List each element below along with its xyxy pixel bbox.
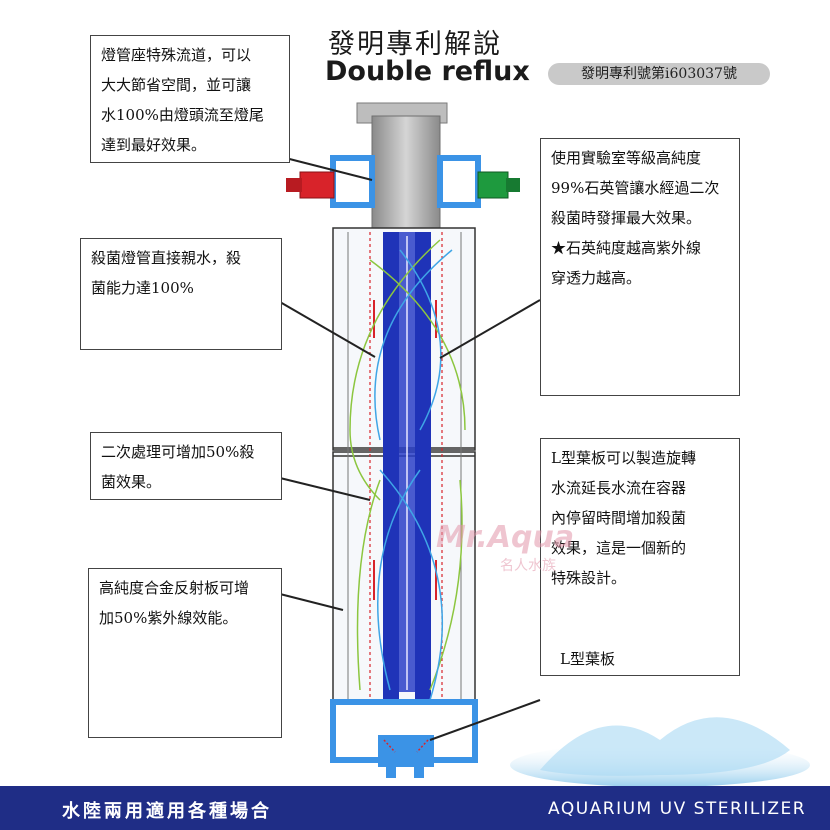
inlet-port [299, 171, 335, 199]
uv-tube-right [415, 232, 431, 700]
flow-mark [383, 739, 396, 753]
callout-line: 燈管座特殊流道，可以 [101, 46, 252, 64]
callout-line: 殺菌燈管直接親水，殺 [91, 249, 242, 267]
callout-line: 菌能力達100% [91, 279, 194, 297]
callout-line: 加50%紫外線效能。 [99, 609, 238, 627]
flow-curve-blue [374, 249, 453, 441]
housing-right-top [437, 155, 481, 208]
callout-line: 特殊設計。 [551, 569, 627, 587]
callout-line: ★石英純度越高紫外線 [551, 239, 702, 257]
callout-reflector: 高純度合金反射板可增 加50%紫外線效能。 [88, 568, 282, 738]
leader-lamp [279, 301, 376, 358]
callout-quartz: 使用實驗室等級高純度 99%石英管讓水經過二次 殺菌時發揮最大效果。 ★石英純度… [540, 138, 740, 396]
outlet-port [477, 171, 509, 199]
flow-curve-blue [377, 469, 421, 691]
callout-line: 內停留時間增加殺菌 [551, 509, 687, 527]
footer-slogan: 水陸兩用適用各種場合 [62, 801, 272, 822]
flow-curve-green [356, 479, 381, 691]
bottom-base [330, 699, 478, 763]
flow-curve-blue [379, 469, 444, 701]
callout-fixture: 燈管座特殊流道，可以 大大節省空間，並可讓 水100%由燈頭流至燈尾 達到最好效… [90, 35, 290, 163]
flow-curve-blue [399, 249, 442, 431]
callout-line: 效果，這是一個新的 [551, 539, 687, 557]
callout-impeller: L型葉板可以製造旋轉 水流延長水流在容器 內停留時間增加殺菌 效果，這是一個新的… [540, 438, 740, 676]
leader-second [279, 477, 371, 501]
flow-curve-green [349, 239, 441, 501]
callout-line: L型葉板可以製造旋轉 [551, 449, 696, 467]
callout-line: 二次處理可增加50%殺 [101, 443, 255, 461]
page-subtitle: Double reflux [325, 56, 530, 87]
leader-quartz [439, 299, 541, 359]
base-foot [414, 766, 424, 778]
callout-line: 高純度合金反射板可增 [99, 579, 250, 597]
callout-line: 大大節省空間，並可讓 [101, 76, 252, 94]
footer-product-name: AQUARIUM UV STERILIZER [548, 799, 807, 819]
callout-line: 達到最好效果。 [101, 136, 207, 154]
watermark-logo: Mr.Aqua [436, 520, 575, 555]
flow-mark [416, 739, 429, 753]
page-title: 發明專利解說 [328, 29, 502, 60]
callout-line: 穿透力越高。 [551, 269, 642, 287]
patent-badge: 發明專利號第i603037號 [548, 63, 770, 85]
callout-line: 水流延長水流在容器 [551, 479, 687, 497]
lamp-fixture [371, 115, 441, 229]
outlet-nozzle [506, 178, 520, 192]
flow-curve-green [369, 259, 466, 431]
leader-impeller [429, 699, 541, 741]
callout-line: 99%石英管讓水經過二次 [551, 179, 720, 197]
callout-line: 菌效果。 [101, 473, 162, 491]
callout-line: 殺菌時發揮最大效果。 [551, 209, 702, 227]
housing-left-top [330, 155, 375, 208]
impeller-label: L型葉板 [560, 650, 615, 668]
inlet-nozzle [286, 178, 302, 192]
base-foot [386, 766, 396, 778]
water-wave [540, 717, 790, 776]
uv-tube-left [383, 232, 399, 700]
impeller-housing [378, 735, 434, 767]
callout-line: 使用實驗室等級高純度 [551, 149, 702, 167]
callout-line: 水100%由燈頭流至燈尾 [101, 106, 264, 124]
footer-bar [0, 786, 830, 830]
watermark-logo-cn: 名人水族 [500, 558, 556, 574]
leader-reflector [279, 593, 344, 611]
callout-second: 二次處理可增加50%殺 菌效果。 [90, 432, 282, 500]
callout-lamp: 殺菌燈管直接親水，殺 菌能力達100% [80, 238, 282, 350]
